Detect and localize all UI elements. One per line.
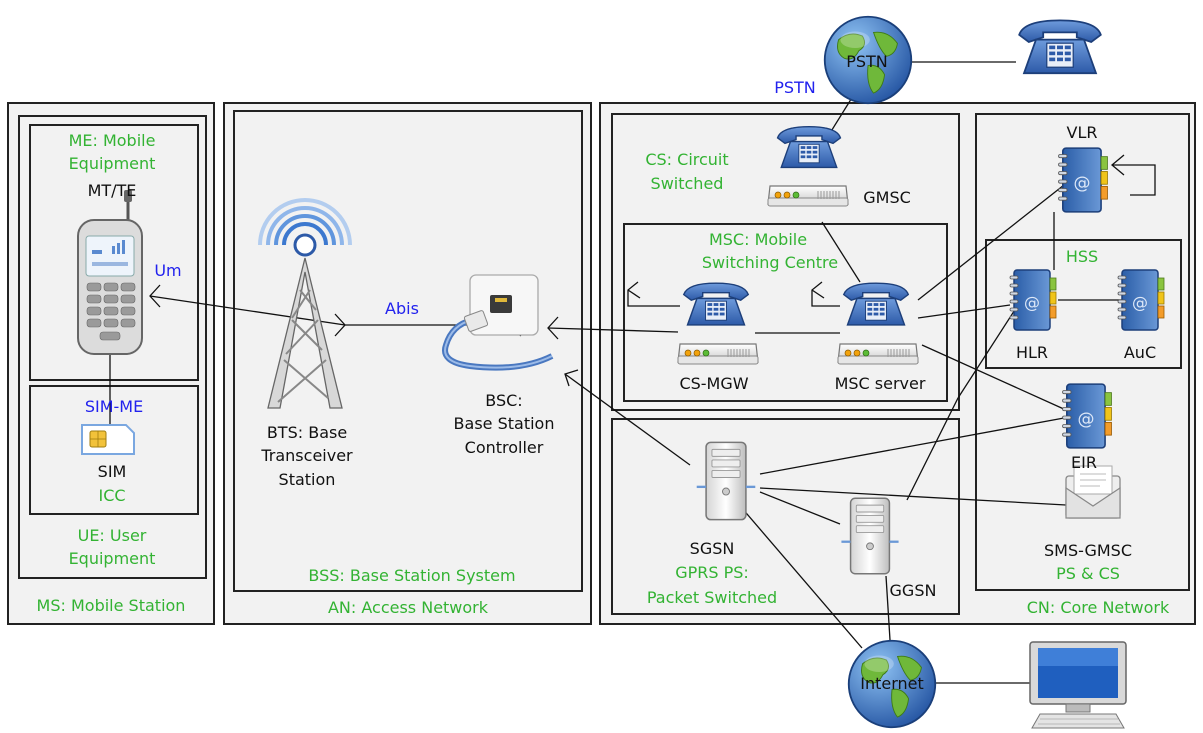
hss-label: HSS: [1066, 247, 1098, 266]
ggsn-to-internet-link: [885, 575, 891, 641]
ggsn-to-hlr-link: [957, 304, 1019, 399]
cs-mgw-label: CS-MGW: [679, 374, 748, 393]
bsc-sgsn-arrow: [564, 369, 579, 387]
um-label: Um: [154, 261, 181, 280]
sgsn-to-sms-link: [759, 487, 1067, 506]
hlr-address-book-icon: [1009, 269, 1057, 331]
msc-switch-icon: [837, 343, 919, 365]
bss-label: BSS: Base Station System: [308, 566, 515, 585]
gprs-label-line1: GPRS PS:: [675, 563, 749, 582]
cs-label-line2: Switched: [651, 174, 724, 193]
gmsc-to-msc-link: [821, 221, 861, 283]
mgw-loop-arrow: [627, 289, 641, 299]
ms-label: MS: Mobile Station: [37, 596, 186, 615]
sim-label: SIM: [98, 462, 127, 481]
bts-label-line1: BTS: Base: [267, 423, 347, 442]
bsc-to-mgw-link: [547, 327, 679, 333]
bsc-label-line2: Base Station: [454, 414, 555, 433]
bss-box: [233, 110, 583, 592]
antenna-tower-icon: [258, 198, 352, 409]
mobile-phone-icon: [77, 190, 143, 355]
sim-me-label: SIM-ME: [85, 397, 143, 416]
an-label: AN: Access Network: [328, 598, 489, 617]
gmsc-switch-icon: [767, 185, 849, 207]
msc-loop-arrow: [811, 289, 825, 299]
bts-label-line2: Transceiver: [260, 446, 353, 465]
sgsn-label: SGSN: [690, 539, 735, 558]
sgsn-to-eir-link: [759, 417, 1065, 475]
auc-label: AuC: [1124, 343, 1156, 362]
ggsn-label: GGSN: [890, 581, 937, 600]
ue-label-line2: Equipment: [69, 549, 156, 568]
bsc-label-line3: Controller: [465, 438, 544, 457]
bts-label-line3: Station: [279, 470, 336, 489]
me-title-line1: ME: Mobile: [69, 131, 156, 150]
msc-label-line2: Switching Centre: [702, 253, 838, 272]
pstn-link-label: PSTN: [774, 78, 816, 97]
envelope-icon: [1065, 465, 1121, 519]
icc-label: ICC: [98, 486, 125, 505]
msc-loop: [811, 281, 840, 307]
ggsn-server-icon: [839, 496, 901, 576]
mgw-switch-icon: [677, 343, 759, 365]
pstn-globe-label: PSTN: [846, 52, 888, 71]
computer-monitor-icon: [1029, 641, 1127, 729]
msc-server-label: MSC server: [835, 374, 926, 393]
msc-to-vlr-link: [917, 184, 1065, 301]
msc-to-hlr-link: [917, 304, 1011, 319]
bsc-to-sgsn-link: [564, 373, 691, 466]
ue-label-line1: UE: User: [78, 526, 147, 545]
gprs-box: [611, 418, 960, 615]
ggsn-to-msc-link: [906, 397, 959, 501]
abis-label: Abis: [385, 299, 419, 318]
network-port-icon: [442, 274, 554, 371]
eir-address-book-icon: [1061, 383, 1113, 449]
me-title-line2: Equipment: [69, 154, 156, 173]
vlr-loop-arrow: [1110, 154, 1125, 176]
cs-label-line1: CS: Circuit: [645, 150, 728, 169]
mgw-loop: [627, 281, 680, 307]
gprs-label-line2: Packet Switched: [647, 588, 777, 607]
um-link: [149, 295, 346, 326]
ps-cs-label: PS & CS: [1056, 564, 1120, 583]
sim-card-icon: [81, 424, 135, 455]
sgsn-server-icon: [695, 440, 757, 522]
msc-to-eir-link: [921, 344, 1067, 411]
internet-label: Internet: [860, 674, 924, 693]
bsc-label-line1: BSC:: [485, 391, 522, 410]
hlr-label: HLR: [1016, 343, 1048, 362]
gmsc-label: GMSC: [863, 188, 911, 207]
vlr-address-book-icon: [1057, 147, 1109, 213]
sgsn-to-internet-link: [734, 499, 863, 649]
eir-label: EIR: [1071, 453, 1097, 472]
um-arrow-right: [149, 284, 161, 308]
bsc-arrow: [547, 316, 559, 340]
sms-gmsc-label: SMS-GMSC: [1044, 541, 1132, 560]
connections: [109, 61, 1156, 684]
vlr-label: VLR: [1067, 123, 1098, 142]
mt-te-label: MT/TE: [88, 181, 137, 200]
desk-phone-icon: [1018, 19, 1102, 75]
vlr-loop: [1112, 164, 1156, 196]
sgsn-to-ggsn-link: [759, 491, 841, 525]
auc-address-book-icon: [1117, 269, 1165, 331]
cn-label: CN: Core Network: [1027, 598, 1170, 617]
msc-label-line1: MSC: Mobile: [709, 230, 807, 249]
